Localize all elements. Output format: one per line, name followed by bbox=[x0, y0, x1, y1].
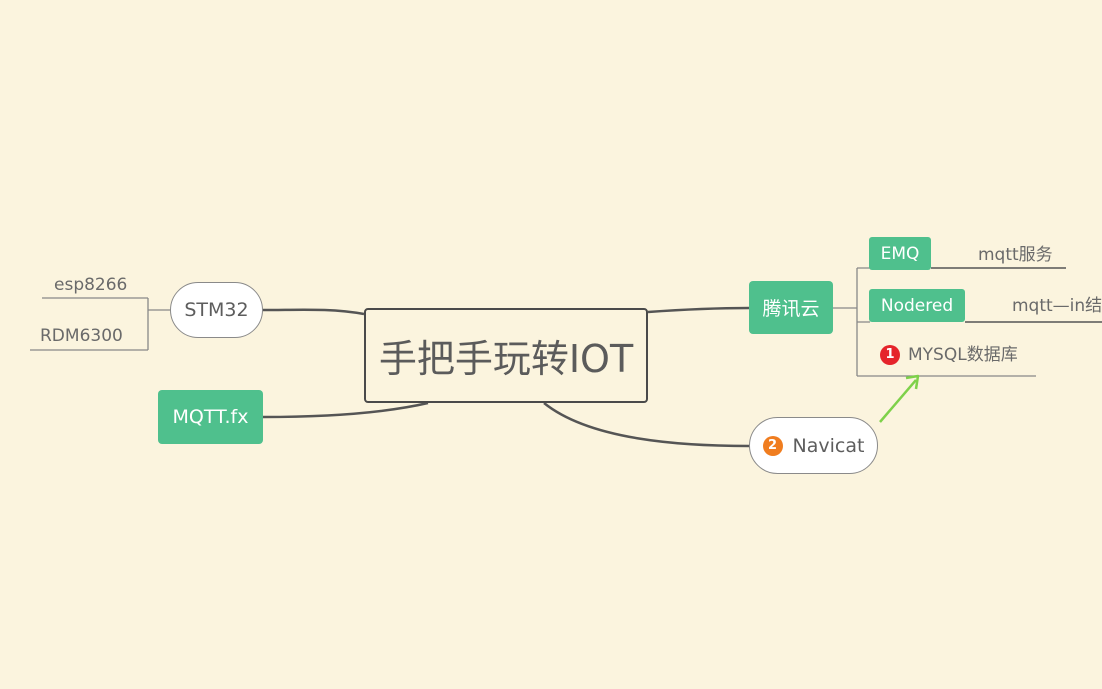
subtopic-nodered-label: Nodered bbox=[880, 295, 954, 316]
subtopic-mysql[interactable]: 1 MYSQL数据库 bbox=[880, 345, 1018, 365]
topic-mqttfx-label: MQTT.fx bbox=[172, 406, 249, 428]
relation-arrow bbox=[879, 379, 917, 423]
connector-central-tencent bbox=[647, 306, 751, 314]
subtopic-emq[interactable]: EMQ bbox=[869, 237, 931, 270]
topic-navicat[interactable]: 2 Navicat bbox=[749, 417, 878, 474]
subtopic-nodered[interactable]: Nodered bbox=[869, 289, 965, 322]
central-topic[interactable]: 手把手玩转IOT bbox=[364, 308, 648, 403]
topic-tencent-cloud[interactable]: 腾讯云 bbox=[749, 281, 833, 334]
subtopic-mqtt-in[interactable]: mqtt—in结 bbox=[1012, 296, 1102, 316]
topic-stm32-label: STM32 bbox=[184, 299, 249, 321]
topic-navicat-label: Navicat bbox=[792, 434, 865, 457]
topic-mqttfx[interactable]: MQTT.fx bbox=[158, 390, 263, 444]
priority-1-icon: 1 bbox=[880, 345, 900, 365]
priority-2-icon: 2 bbox=[762, 435, 783, 456]
subtopic-mysql-label: MYSQL数据库 bbox=[908, 345, 1018, 365]
central-topic-label: 手把手玩转IOT bbox=[378, 337, 634, 381]
topic-stm32[interactable]: STM32 bbox=[170, 282, 263, 338]
topic-tencent-cloud-label: 腾讯云 bbox=[762, 298, 820, 320]
connector-central-mqttfx bbox=[262, 401, 429, 419]
relation-arrowhead bbox=[905, 374, 920, 390]
connector-central-stm32 bbox=[262, 308, 365, 316]
subtopic-rdm6300[interactable]: RDM6300 bbox=[40, 326, 123, 346]
connector-stm32-children bbox=[30, 297, 172, 351]
connector-tencent-children bbox=[833, 267, 1036, 377]
connector-central-navicat bbox=[543, 402, 751, 448]
subtopic-esp8266[interactable]: esp8266 bbox=[54, 275, 128, 295]
subtopic-mqtt-service[interactable]: mqtt服务 bbox=[978, 245, 1053, 265]
subtopic-emq-label: EMQ bbox=[880, 243, 920, 264]
